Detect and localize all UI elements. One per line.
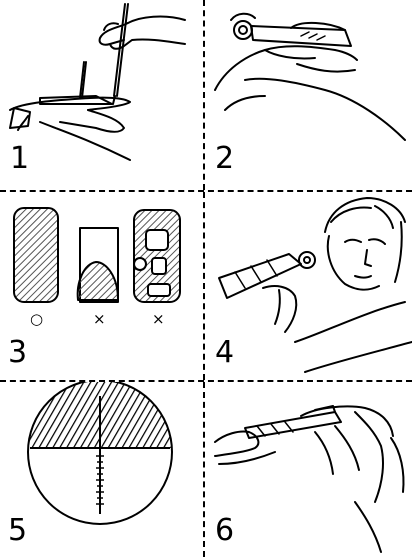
step-panel-3: ○ × × 3 bbox=[0, 192, 202, 379]
reading-scale-view-illustration bbox=[27, 382, 173, 525]
step-number: 1 bbox=[10, 141, 30, 176]
step-panel-2: 2 bbox=[205, 0, 412, 189]
step-number: 4 bbox=[215, 335, 235, 370]
step-number: 3 bbox=[8, 335, 28, 370]
column-divider-2 bbox=[203, 192, 205, 380]
close-cover-plate-illustration bbox=[214, 12, 406, 141]
step-number: 2 bbox=[215, 141, 235, 176]
step-number: 5 bbox=[8, 513, 28, 548]
sample-coverage-examples-illustration bbox=[13, 207, 181, 303]
look-through-eyepiece-illustration bbox=[218, 197, 412, 373]
step-number: 6 bbox=[215, 513, 235, 548]
row-divider-2 bbox=[0, 380, 412, 382]
incorrect-mark: × bbox=[93, 310, 106, 328]
step-panel-5: 5 bbox=[0, 382, 202, 557]
column-divider-1 bbox=[203, 0, 205, 190]
pipette-drop-on-prism-illustration bbox=[9, 3, 186, 161]
incorrect-mark: × bbox=[152, 310, 165, 328]
step-panel-4: 4 bbox=[205, 192, 412, 379]
row-divider-1 bbox=[0, 190, 412, 192]
step-panel-6: 6 bbox=[205, 382, 412, 557]
column-divider-3 bbox=[203, 382, 205, 557]
step-panel-1: 1 bbox=[0, 0, 202, 189]
correct-mark: ○ bbox=[30, 310, 44, 328]
wipe-prism-clean-illustration bbox=[214, 405, 405, 553]
